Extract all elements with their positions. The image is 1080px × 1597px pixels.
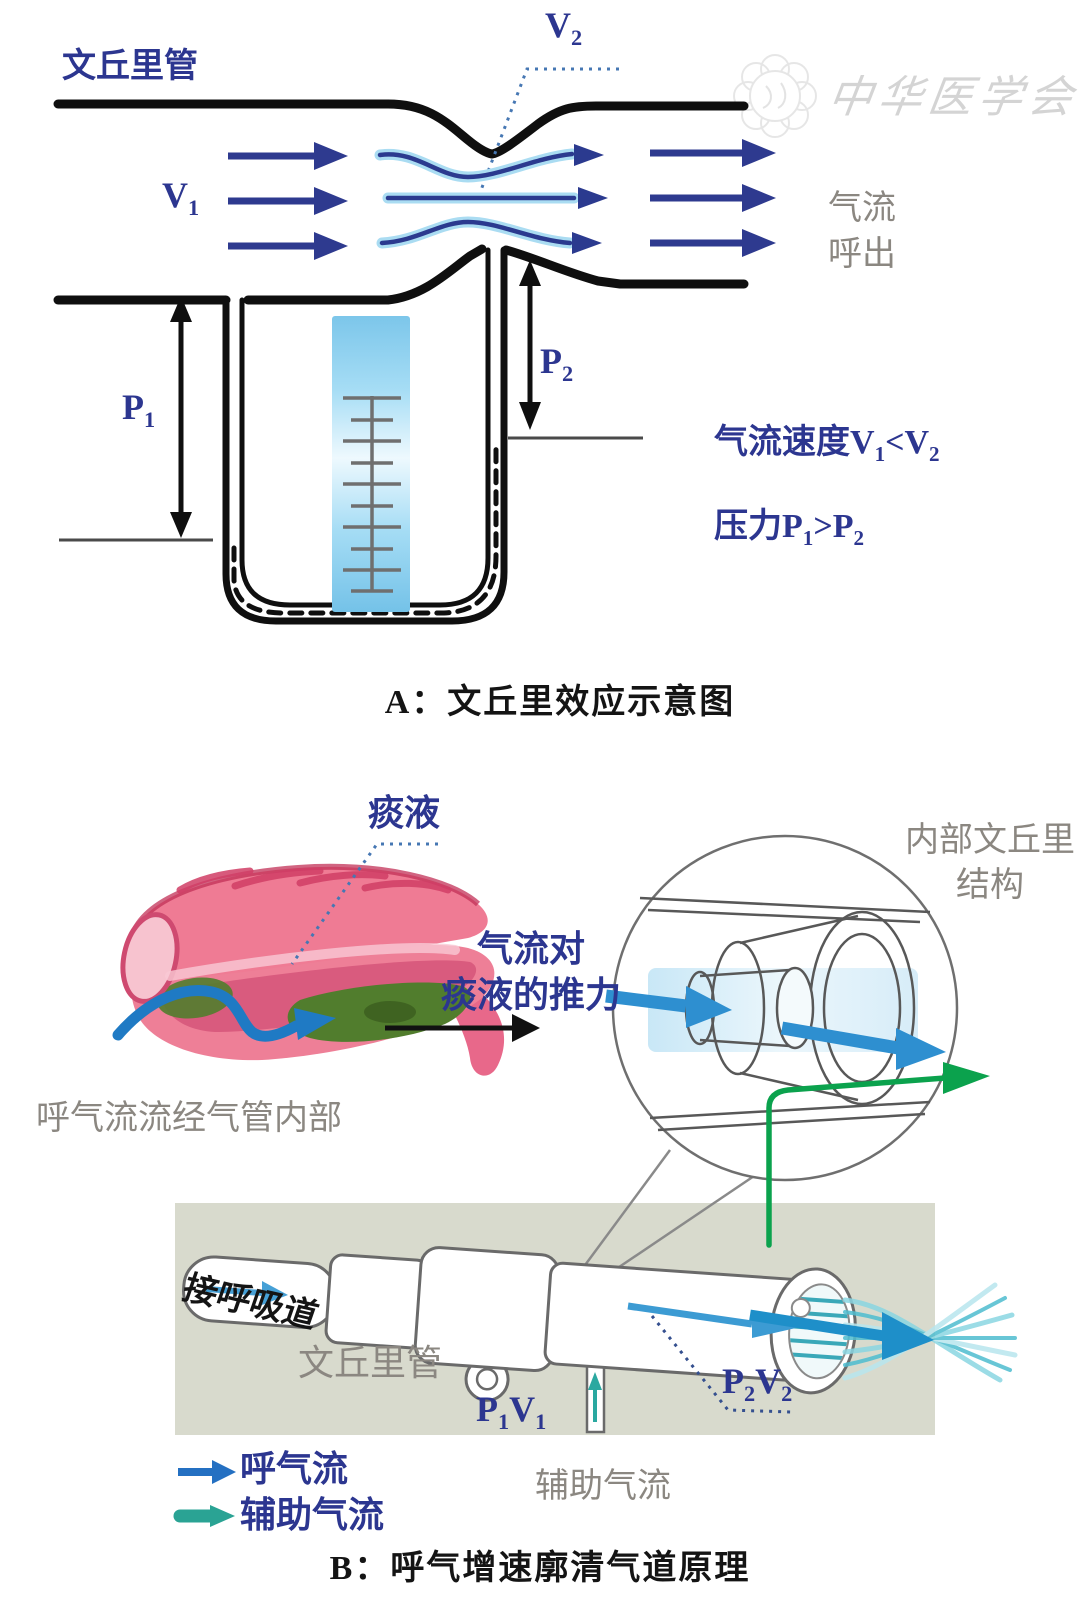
aux-inlet-tube bbox=[585, 1354, 606, 1434]
legend-aux-label: 辅助气流 bbox=[240, 1495, 385, 1535]
aux-flow-label: 辅助气流 bbox=[535, 1468, 671, 1505]
venturi-tube-label-b: 文丘里管 bbox=[298, 1343, 443, 1383]
v2-leader-dotted-line bbox=[476, 67, 619, 199]
panel-b-drawing bbox=[112, 834, 1018, 1527]
trachea-exhale-wavy-arrow bbox=[112, 985, 336, 1042]
v1-label: V1 bbox=[162, 175, 200, 221]
p1-double-arrow-icon bbox=[170, 296, 192, 538]
exhaled-flow-line1: 气流 bbox=[828, 190, 896, 227]
tube-top-wall bbox=[53, 99, 749, 159]
legend-exhale-arrow-icon bbox=[178, 1460, 236, 1484]
venturi-device bbox=[182, 1246, 857, 1402]
vessel-outer-wall bbox=[222, 246, 508, 625]
p2v2-leader-dotted-line bbox=[650, 1315, 793, 1414]
venturi-tube-label-a: 文丘里管 bbox=[62, 48, 198, 85]
internal-structure-label: 内部文丘里 结构 bbox=[890, 818, 1080, 908]
p1v1-label: P1V1 bbox=[476, 1389, 547, 1435]
panel-a-caption: A：文丘里效应示意图 bbox=[384, 684, 736, 721]
p2-double-arrow-icon bbox=[519, 260, 541, 430]
velocity-relation-label: 气流速度V1<V2 bbox=[714, 424, 940, 466]
trachea-caption: 呼气流流经气管内部 bbox=[36, 1100, 342, 1137]
ruler-ticks bbox=[343, 396, 401, 593]
inlet-flow-arrows bbox=[228, 142, 348, 260]
adapter bbox=[324, 1253, 430, 1350]
tube-bottom-wall-right bbox=[501, 245, 749, 289]
panel-b-caption: B：呼气增速廓清气道原理 bbox=[329, 1550, 751, 1587]
exhaled-flow-line2: 呼出 bbox=[828, 236, 896, 273]
push-force-line1: 气流对 bbox=[476, 929, 585, 969]
p2v2-label: P2V2 bbox=[722, 1361, 793, 1407]
internal-exhale-arrow-in bbox=[605, 986, 732, 1028]
exhale-jet-arrow bbox=[749, 1309, 934, 1360]
watermark-logo-icon bbox=[733, 54, 817, 138]
push-force-label: 气流对 痰液的推力 bbox=[421, 926, 641, 1018]
internal-structure-line2: 结构 bbox=[956, 867, 1024, 904]
push-force-arrow-icon bbox=[385, 1014, 540, 1042]
exhaled-flow-label: 气流 呼出 bbox=[828, 186, 896, 278]
v2-label: V2 bbox=[545, 5, 583, 51]
sputum-leader-dotted-line bbox=[290, 842, 438, 965]
legend-aux-arrow-icon bbox=[173, 1505, 235, 1527]
p2-label: P2 bbox=[540, 341, 574, 387]
p1-label: P1 bbox=[122, 387, 156, 433]
panel-a-drawing: 中华医学会 bbox=[53, 54, 1080, 625]
watermark-text: 中华医学会 bbox=[825, 73, 1080, 122]
magnifier-cone-lines bbox=[575, 1149, 761, 1286]
outlet-flow-arrows bbox=[650, 139, 776, 257]
liquid-dashes bbox=[231, 443, 499, 616]
venturi-tube-walls bbox=[53, 99, 749, 305]
device-inlet-arrow bbox=[205, 1281, 288, 1305]
tube-bottom-wall-mid bbox=[243, 244, 487, 305]
internal-aux-flow-arrow bbox=[766, 1062, 990, 1248]
internal-structure-line1: 内部文丘里 bbox=[905, 822, 1075, 859]
internal-exhale-arrow-out bbox=[780, 1021, 946, 1070]
streamlines bbox=[374, 144, 608, 254]
pressure-relation-label: 压力P1>P2 bbox=[714, 508, 865, 550]
sputum-label: 痰液 bbox=[368, 793, 441, 833]
legend-exhale-label: 呼气流 bbox=[240, 1449, 349, 1489]
push-force-line2: 痰液的推力 bbox=[440, 975, 621, 1015]
